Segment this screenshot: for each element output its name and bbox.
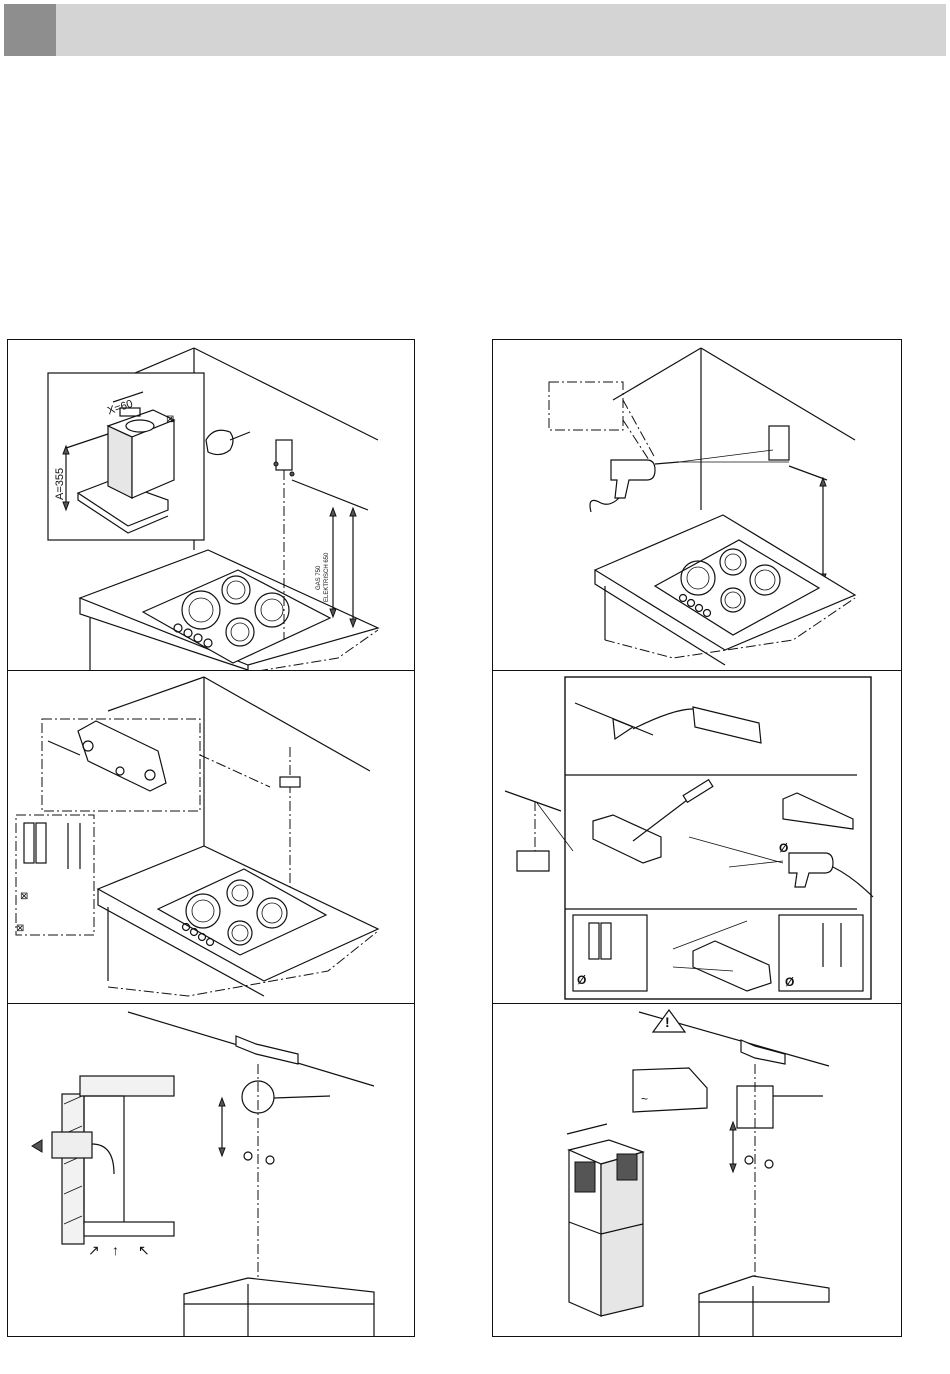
step-2-illustration	[493, 340, 901, 671]
electric-height-label: ELEKTRISCH 650	[324, 553, 330, 602]
header-tab	[4, 4, 56, 56]
note-symbol: ~	[641, 1092, 648, 1106]
gas-height-label: GAS 750	[316, 566, 322, 590]
step-panel-1-measure: X=60 A=355 GAS 750 ELEKTRISCH 650 ⊠	[7, 339, 415, 672]
intake-arrow-icon: ↖	[138, 1242, 150, 1259]
intake-arrow-icon: ↑	[112, 1242, 119, 1258]
step-4-illustration	[493, 671, 901, 1004]
mark-symbol: ⊠	[20, 891, 28, 902]
step-panel-6-chimney: ! ~	[492, 1003, 902, 1337]
step-panel-2-drill	[492, 339, 902, 672]
mark-symbol: ⊠	[166, 414, 174, 425]
step-3-illustration	[8, 671, 414, 1004]
step-1-illustration	[8, 340, 414, 671]
diameter-symbol: Ø	[577, 973, 586, 987]
dimension-a-label: A=355	[54, 468, 66, 500]
step-panel-3-bracket: ⊠ ⊠	[7, 670, 415, 1005]
step-6-illustration	[493, 1004, 901, 1336]
step-5-illustration	[8, 1004, 414, 1336]
header-bar	[4, 4, 946, 56]
intake-arrow-icon: ↗	[88, 1242, 100, 1259]
step-panel-5-duct: ↗ ↑ ↖	[7, 1003, 415, 1337]
mark-symbol: ⊠	[16, 923, 24, 934]
diameter-symbol: Ø	[785, 975, 794, 989]
diameter-symbol: Ø	[779, 841, 788, 855]
warning-triangle-icon: !	[665, 1014, 670, 1030]
step-panel-4-bracket-detail: Ø Ø Ø	[492, 670, 902, 1005]
